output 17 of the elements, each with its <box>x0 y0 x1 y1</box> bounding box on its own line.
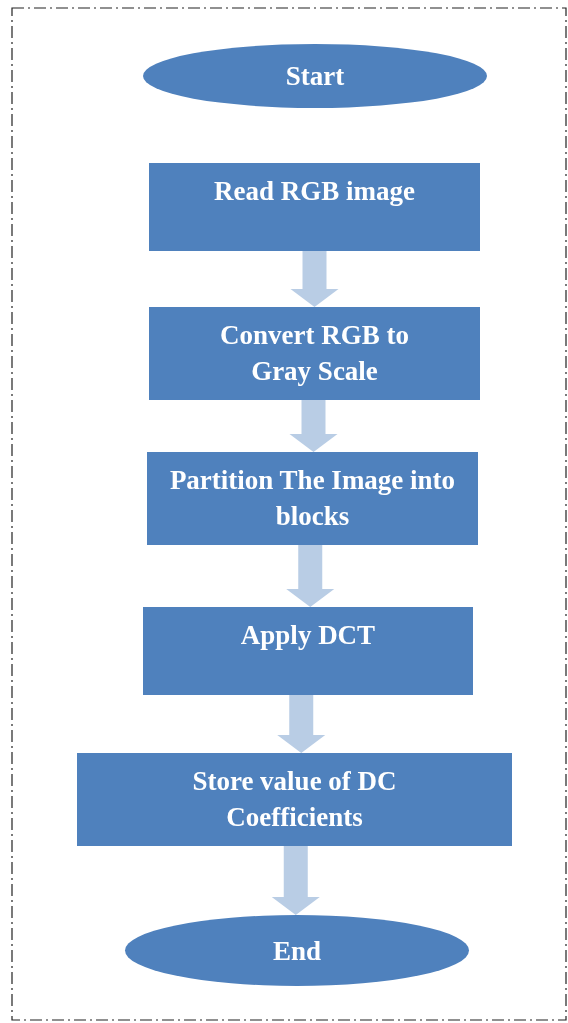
process-box <box>149 307 480 400</box>
step-label: Convert RGB to Gray Scale <box>219 319 410 388</box>
step-label: Apply DCT <box>240 619 376 652</box>
block-arrow <box>289 400 338 452</box>
block-arrow <box>290 251 339 307</box>
block-arrow <box>277 695 326 753</box>
process-box <box>149 163 480 251</box>
step-label: Start <box>285 60 345 93</box>
step-label: Store value of DC Coefficients <box>191 765 398 834</box>
process-box <box>147 452 478 545</box>
block-arrow <box>271 846 320 915</box>
process-box <box>143 607 473 695</box>
block-arrow <box>286 545 335 607</box>
step-label: Read RGB image <box>214 175 415 208</box>
step-label: End <box>272 934 321 968</box>
step-label: Partition The Image into blocks <box>168 464 457 533</box>
process-box <box>77 753 512 846</box>
